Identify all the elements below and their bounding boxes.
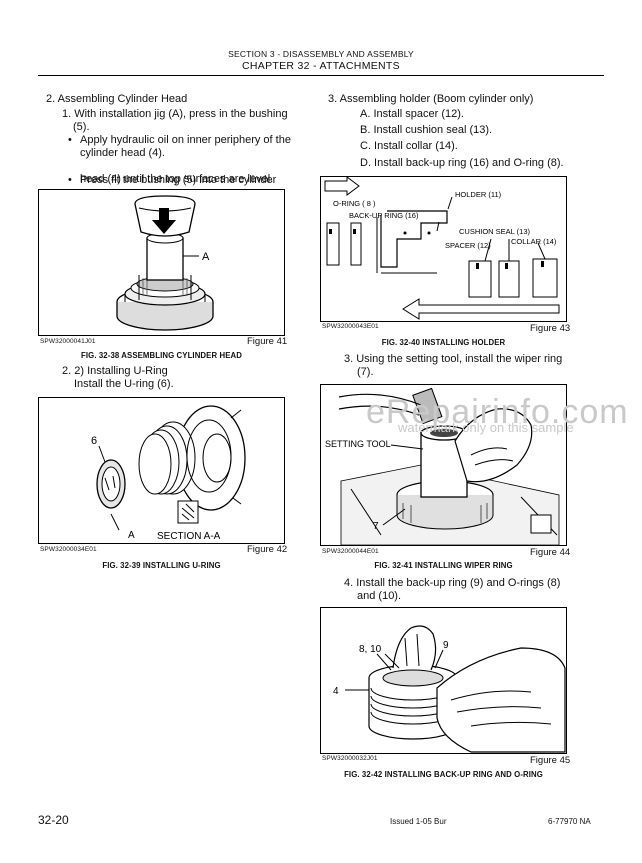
page-number: 32-20	[38, 813, 69, 827]
bullet-hydraulic-oil: Apply hydraulic oil on inner periphery o…	[68, 133, 642, 147]
fig44-caption: FIG. 32-41 INSTALLING WIPER RING	[374, 561, 513, 570]
wiper-ring-illustration: SETTING TOOL 7	[325, 387, 560, 546]
cylinder-head-illustration: A	[116, 195, 214, 331]
issue-info: Issued 1-05 Bur	[390, 817, 447, 826]
fig45-code: SPW32000032J01	[322, 755, 378, 762]
fig43-number: Figure 43	[530, 323, 571, 334]
section-heading: SECTION 3 - DISASSEMBLY AND ASSEMBLY	[228, 49, 414, 59]
bullet-press-fit-text: Press fit the bushing (5) into the cylin…	[80, 174, 277, 186]
fig43-label-spacer: SPACER (12)	[445, 241, 491, 250]
fig44-label-7: 7	[373, 521, 379, 532]
fig45-label-4: 4	[333, 686, 339, 697]
step-uring-title: 2. 2) Installing U-Ring	[62, 365, 168, 377]
fig44-number: Figure 44	[530, 547, 571, 558]
figure-42-box: 6 A SECTION A-A	[38, 397, 285, 544]
fig44-code: SPW32000044E01	[322, 548, 379, 555]
holder-assembly-diagram: HOLDER (11) O-RING ( 8 ) BACK-UP RING (1…	[324, 176, 560, 320]
fig42-caption: FIG. 32-39 INSTALLING U-RING	[102, 561, 221, 570]
fig45-label-9: 9	[443, 640, 449, 651]
fig43-label-cushion: CUSHION SEAL (13)	[459, 227, 530, 236]
fig41-number: Figure 41	[247, 336, 288, 347]
step-3-4-line2: and (10).	[357, 590, 402, 602]
figure-45-box: 8, 10 9 4	[320, 607, 567, 754]
fig43-caption: FIG. 32-40 INSTALLING HOLDER	[381, 338, 506, 347]
fig41-caption: FIG. 32-38 ASSEMBLING CYLINDER HEAD	[81, 351, 242, 360]
step-2-1-line1: 1. With installation jig (A), press in t…	[62, 108, 288, 120]
step-3-item-d: D. Install back-up ring (16) and O-ring …	[360, 157, 564, 169]
step-uring-instr: Install the U-ring (6).	[74, 378, 174, 390]
bullet-hydraulic-oil-text: Apply hydraulic oil on inner periphery o…	[80, 134, 291, 146]
step-3-title: 3. Assembling holder (Boom cylinder only…	[328, 93, 534, 105]
fig43-label-collar: COLLAR (14)	[511, 237, 557, 246]
fig42-code: SPW32000034E01	[40, 546, 97, 553]
fig42-label-6: 6	[91, 435, 97, 447]
figure-44-box: SETTING TOOL 7	[320, 384, 567, 546]
step-3-4-line1: 4. Install the back-up ring (9) and O-ri…	[344, 577, 561, 589]
fig45-number: Figure 45	[530, 755, 571, 766]
step-3-item-b: B. Install cushion seal (13).	[360, 124, 493, 136]
header-rule	[38, 75, 604, 76]
fig43-code: SPW32000043E01	[322, 323, 379, 330]
fig44-label-tool: SETTING TOOL	[325, 439, 391, 449]
figure-43-box: HOLDER (11) O-RING ( 8 ) BACK-UP RING (1…	[320, 176, 567, 322]
fig45-caption: FIG. 32-42 INSTALLING BACK-UP RING AND O…	[344, 770, 543, 779]
step-3-item-a: A. Install spacer (12).	[360, 108, 464, 120]
step-2-title: 2. Assembling Cylinder Head	[46, 93, 188, 105]
figure-41-box: A	[38, 189, 285, 336]
backup-oring-illustration: 8, 10 9 4	[333, 625, 566, 753]
step-2-1-line2: (5).	[73, 121, 90, 133]
bullet-press-fit-cont: head (4) until the top surfaces are leve…	[80, 173, 274, 185]
fig43-label-holder: HOLDER (11)	[455, 190, 502, 199]
bullet-press-fit: Press fit the bushing (5) into the cylin…	[68, 173, 642, 187]
u-ring-illustration: 6 A SECTION A-A	[91, 405, 246, 542]
chapter-heading: CHAPTER 32 - ATTACHMENTS	[242, 60, 400, 72]
watermark-site: eRepairinfo.com	[366, 393, 629, 431]
fig42-number: Figure 42	[247, 544, 288, 555]
part-number: 6-77970 NA	[548, 817, 591, 826]
fig43-label-backup: BACK-UP RING (16)	[349, 211, 419, 220]
fig45-label-8-10: 8, 10	[359, 644, 382, 655]
fig41-label-a: A	[202, 251, 210, 263]
fig42-label-a: A	[128, 530, 135, 541]
fig43-label-oring: O-RING ( 8 )	[333, 199, 376, 208]
bullet-hydraulic-oil-cont: cylinder head (4).	[80, 147, 165, 159]
step-3-3-line1: 3. Using the setting tool, install the w…	[344, 353, 563, 365]
fig41-code: SPW32000041J01	[40, 338, 96, 345]
watermark-notice: watermark only on this sample	[398, 420, 574, 435]
fig42-label-section: SECTION A-A	[157, 531, 221, 542]
step-3-3-line2: (7).	[357, 366, 374, 378]
step-3-item-c: C. Install collar (14).	[360, 140, 458, 152]
